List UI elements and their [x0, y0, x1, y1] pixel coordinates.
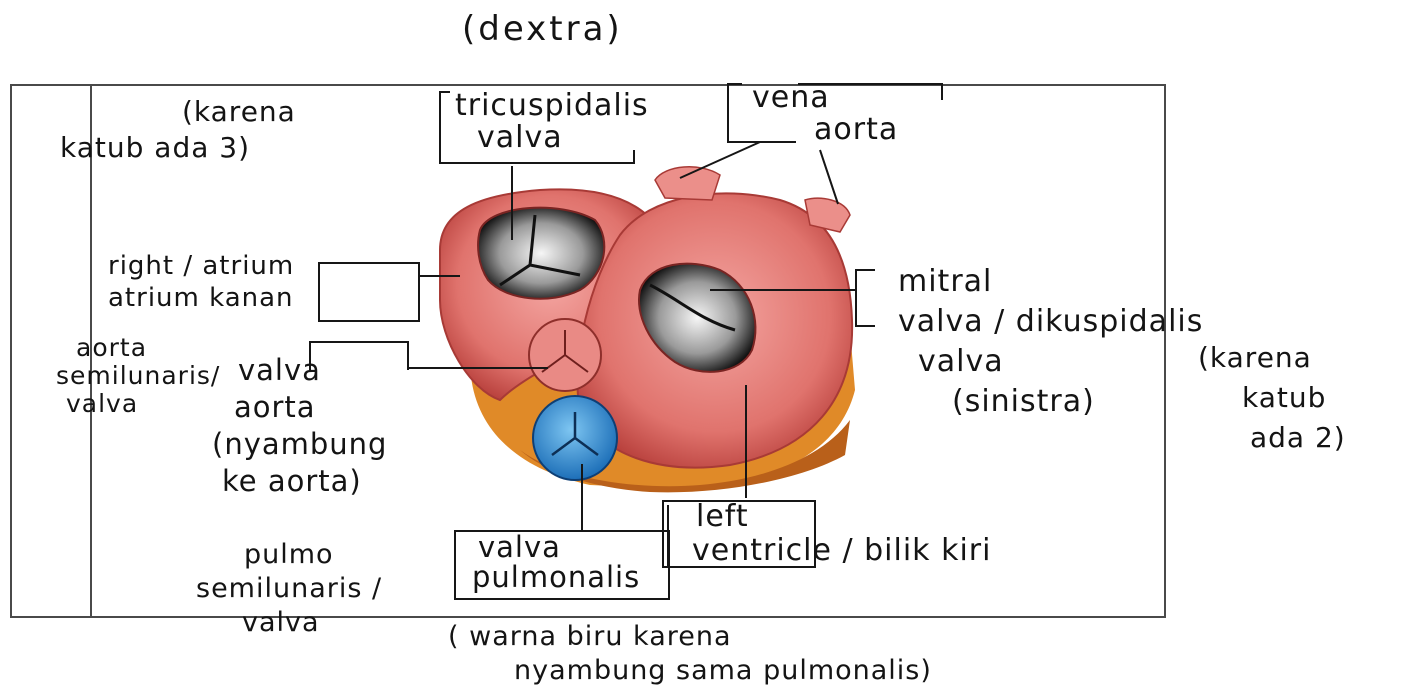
- vena-aorta-label: vena aorta: [752, 82, 898, 146]
- valva-aorta-label: valva aorta (nyambung ke aorta): [212, 352, 387, 500]
- karena-2-note: (karena katub ada 2): [1198, 338, 1346, 458]
- left-ventricle-label: left ventricle / bilik kiri: [696, 500, 991, 568]
- valva-pulmonalis-label: valva pulmonalis: [472, 532, 640, 592]
- warna-biru-note: ( warna biru karena nyambung sama pulmon…: [448, 620, 932, 688]
- right-atrium-label-box: [318, 262, 420, 322]
- pulmo-semilunaris-label: pulmo semilunaris / valva: [196, 538, 382, 640]
- tricuspid-valve: [478, 208, 604, 299]
- aorta-semilunaris-label: aorta semilunaris/ valva: [56, 334, 220, 418]
- tricuspidalis-label: tricuspidalis valva: [455, 90, 649, 154]
- right-atrium-label: right / atrium atrium kanan: [108, 250, 294, 314]
- dextra-note: (dextra): [462, 14, 623, 44]
- karena-3-note: (karena katub ada 3): [60, 94, 296, 166]
- mitral-label: mitral valva / dikuspidalis valva (sinis…: [898, 262, 1203, 422]
- aorta-stump: [655, 167, 720, 200]
